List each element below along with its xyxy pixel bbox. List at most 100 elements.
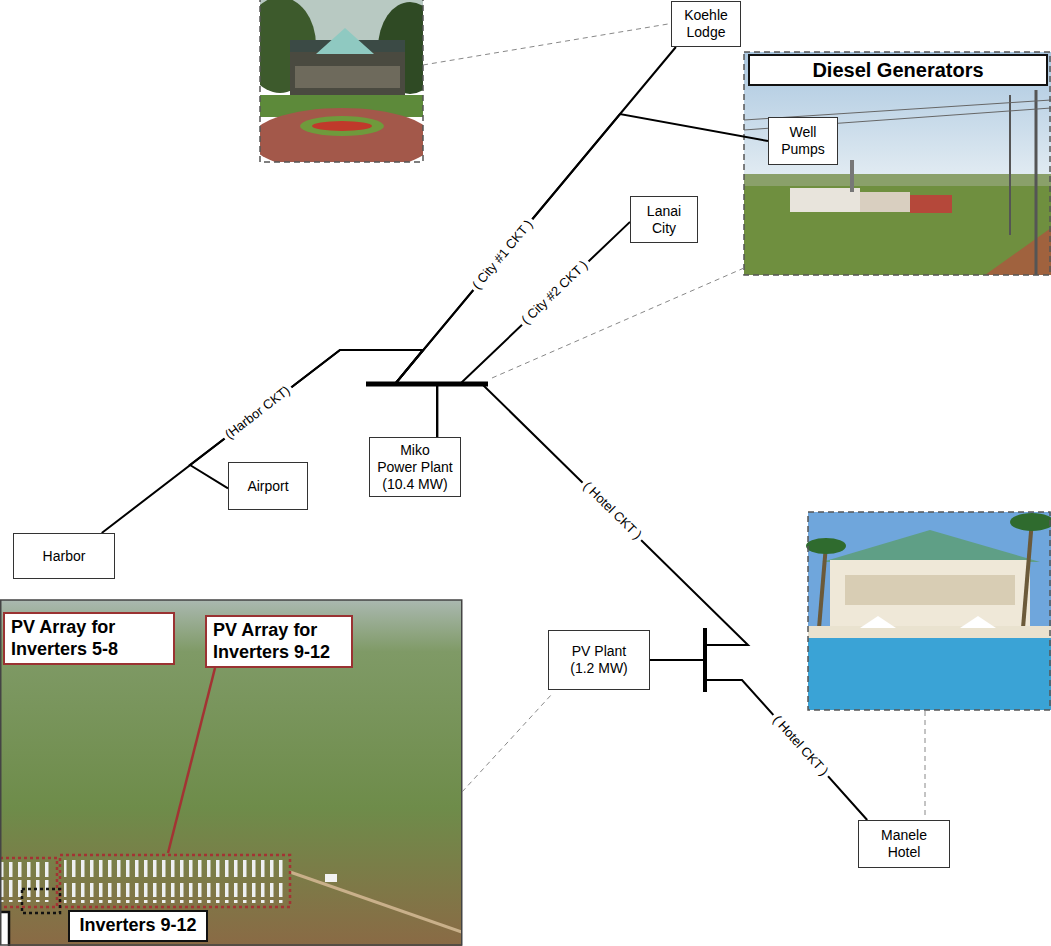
circuit-label: (Harbor CKT) [220, 381, 296, 444]
circuit-line [437, 384, 748, 660]
text-line: Inverters 9-12 [213, 642, 330, 664]
node-text: Harbor [43, 548, 86, 565]
photo-hills [744, 174, 1051, 188]
node-text: Manele Hotel [881, 827, 927, 861]
photo-umbrella [860, 616, 896, 628]
photo-palm [1022, 520, 1032, 640]
array-outline [60, 855, 290, 907]
load-box: Lanai City [630, 196, 698, 243]
photo-building [790, 188, 860, 212]
text-line: Well [781, 124, 825, 141]
text-line: Pumps [781, 141, 825, 158]
photo-frame [744, 52, 1050, 275]
load-box: Harbor [13, 533, 115, 579]
text-line: City [647, 220, 681, 237]
text-line: Manele [881, 827, 927, 844]
aerial-photo [0, 600, 462, 946]
photo-field [744, 186, 1051, 275]
text-line: Inverters 9-12 [79, 915, 196, 937]
text-line: (1.2 MW) [570, 660, 628, 677]
leader-line [462, 694, 552, 792]
circuit-label: ( City #1 CKT ) [468, 215, 538, 295]
photo-pole [1009, 95, 1011, 235]
callout-box: Inverters 9-12 [68, 910, 208, 942]
photo-palm-leaves [806, 538, 846, 554]
photo-arcade [845, 575, 1015, 605]
photo-building [830, 560, 1030, 630]
node-text: Diesel Generators [812, 58, 983, 82]
photo-flowerbed [300, 116, 384, 136]
load-box: Airport [228, 462, 308, 510]
text-line: Harbor [43, 548, 86, 565]
node-text: Lanai City [647, 203, 681, 237]
load-box: Well Pumps [768, 117, 838, 165]
text-line: Power Plant [377, 459, 452, 476]
callout-box: PV Array for Inverters 9-12 [205, 615, 353, 668]
photo-sky [744, 52, 1051, 182]
text-line: PV Array for [11, 617, 118, 639]
text-line: (10.4 MW) [377, 476, 452, 493]
photo-frame [808, 512, 1050, 710]
photo-roof [316, 28, 374, 54]
photo-road [985, 228, 1051, 275]
inverter-outline [22, 889, 60, 913]
node-text: Airport [247, 478, 288, 495]
node-text: Miko Power Plant (10.4 MW) [377, 442, 452, 492]
circuit-label: ( Hotel CKT ) [578, 477, 647, 545]
text-line: Lanai [647, 203, 681, 220]
photo-sky [808, 512, 1051, 632]
circuit-label: ( Hotel CKT ) [767, 711, 833, 782]
callout-box: PV Array for Inverters 5-8 [3, 612, 175, 665]
circuit-line [650, 660, 867, 820]
load-box: Manele Hotel [858, 820, 950, 868]
photo-ground [0, 600, 462, 946]
text-line: Koehle [684, 7, 728, 24]
photo-palm [818, 545, 826, 640]
circuit-line [395, 114, 768, 437]
photo-umbrella [960, 616, 996, 628]
photo-palm-leaves [1010, 513, 1051, 531]
circuit-line [437, 222, 630, 437]
text-line: PV Plant [570, 643, 628, 660]
photo-pole [1035, 90, 1038, 275]
array-outline [0, 858, 57, 907]
connector-group [102, 47, 867, 820]
node-text: PV Plant (1.2 MW) [570, 643, 628, 677]
photo-pool [808, 638, 1051, 710]
node-text: Well Pumps [781, 124, 825, 158]
text-line: Hotel [881, 844, 927, 861]
text-line: Inverters 5-8 [11, 639, 118, 661]
photo-equipment [910, 195, 952, 213]
leader-line [925, 711, 926, 816]
leader-line [423, 24, 668, 65]
photo-frame [1, 600, 462, 945]
lodge-photo [260, 0, 423, 162]
node-text: PV Array for Inverters 9-12 [213, 620, 330, 663]
photo-building [860, 192, 910, 212]
photo-panels [64, 860, 286, 880]
plant-box: Miko Power Plant (10.4 MW) [369, 437, 461, 497]
photo-frame [260, 0, 423, 162]
text-line: Airport [247, 478, 288, 495]
callout-box: Diesel Generators [748, 54, 1048, 86]
text-line: Diesel Generators [812, 58, 983, 82]
circuit-label: ( City #2 CKT ) [517, 256, 594, 330]
node-text: Inverters 9-12 [79, 915, 196, 937]
load-box: Koehle Lodge [671, 1, 741, 47]
photo-deck [808, 626, 1051, 638]
photo-building [290, 52, 405, 96]
photo-building [325, 874, 337, 882]
photo-panels [64, 883, 286, 903]
plant-box: PV Plant (1.2 MW) [548, 630, 650, 690]
photo-roof [822, 530, 1040, 562]
node-text: Koehle Lodge [684, 7, 728, 41]
photo-flowers [312, 121, 372, 131]
leader-line [168, 668, 215, 853]
photo-road [290, 872, 462, 935]
photo-windows [295, 66, 400, 88]
text-line: Miko [377, 442, 452, 459]
